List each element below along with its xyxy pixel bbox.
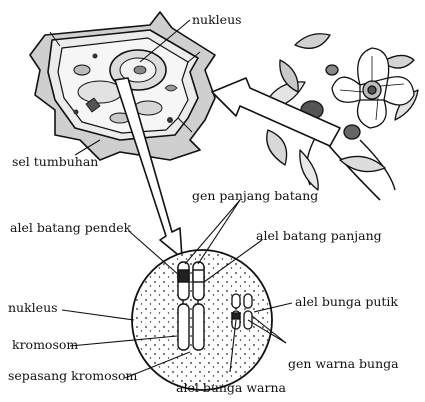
label-alel-bunga-warna: alel bunga warna (176, 382, 286, 395)
label-sepasang-kromosom: sepasang kromosom (8, 370, 137, 383)
label-alel-batang-pendek: alel batang pendek (10, 222, 131, 235)
label-gen-panjang-batang: gen panjang batang (192, 190, 318, 203)
label-kromosom: kromosom (12, 339, 78, 352)
label-nukleus-top: nukleus (192, 14, 242, 27)
label-gen-warna-bunga: gen warna bunga (288, 358, 399, 371)
label-alel-bunga-putih: alel bunga putik (295, 296, 398, 309)
label-alel-batang-panjang: alel batang panjang (256, 230, 382, 243)
label-nukleus-left: nukleus (8, 302, 58, 315)
label-sel-tumbuhan: sel tumbuhan (12, 156, 98, 169)
